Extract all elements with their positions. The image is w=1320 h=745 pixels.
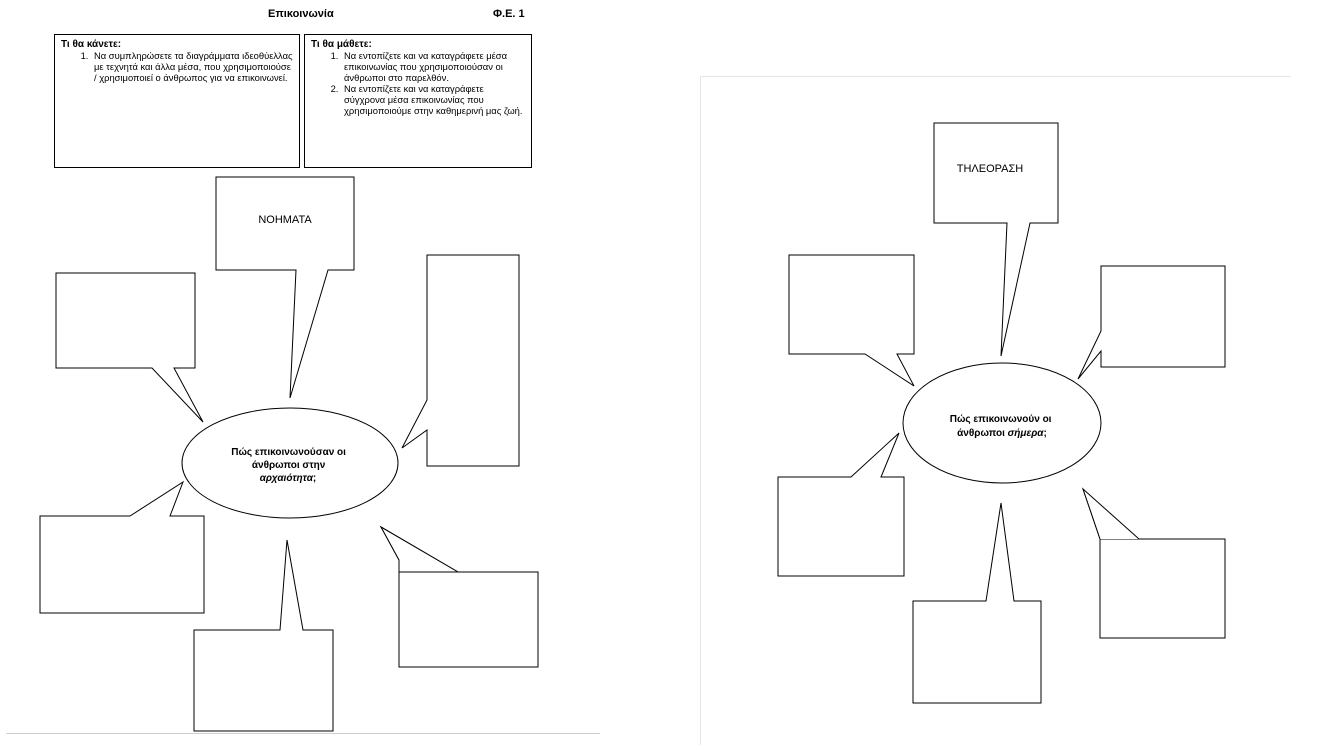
callout-top-right-modern[interactable] (1077, 265, 1226, 380)
callout-bottom[interactable] (193, 539, 334, 732)
what-you-learn-list: Να εντοπίζετε και να καταγράφετε μέσα επ… (311, 50, 525, 116)
what-you-learn-box: Τι θα μάθετε: Να εντοπίζετε και να καταγ… (304, 34, 532, 168)
what-you-learn-item: Να εντοπίζετε και να καταγράφετε σύγχρον… (341, 83, 525, 116)
worksheet-page-right: ΤΗΛΕΟΡΑΣΗ Πώς επικοινωνούν οι άνθρωποι σ… (700, 76, 1291, 745)
callout-left-bottom[interactable] (39, 480, 205, 614)
center-question-modern: Πώς επικοινωνούν οι άνθρωποι σήμερα; (950, 414, 1054, 439)
ancient-brainstorm-diagram: ΝΟΗΜΑΤΑ Πώς επικοινωνούσαν οι άνθρωποι σ… (39, 176, 539, 732)
page-edge (6, 733, 600, 734)
worksheet-title: Επικοινωνία (268, 8, 334, 20)
center-question-ancient: Πώς επικοινωνούσαν οι άνθρωποι στην αρχα… (231, 447, 348, 484)
example-label-tileorasi: ΤΗΛΕΟΡΑΣΗ (957, 163, 1024, 175)
callout-top-left-modern[interactable] (788, 254, 915, 387)
center-ellipse-ancient (181, 407, 399, 519)
what-you-learn-item: Να εντοπίζετε και να καταγράφετε μέσα επ… (341, 50, 525, 83)
what-you-do-box: Τι θα κάνετε: Να συμπληρώσετε τα διαγράμ… (54, 34, 300, 168)
what-you-learn-title: Τι θα μάθετε: (311, 39, 372, 50)
callout-top[interactable] (215, 176, 355, 399)
example-label-nohmata: ΝΟΗΜΑΤΑ (258, 214, 312, 226)
what-you-do-list: Να συμπληρώσετε τα διαγράμματα ιδεοθύελλ… (61, 50, 293, 83)
callout-right[interactable] (401, 254, 520, 467)
callout-top-modern[interactable] (933, 122, 1059, 357)
what-you-do-item: Να συμπληρώσετε τα διαγράμματα ιδεοθύελλ… (91, 50, 293, 83)
callout-right-bottom-outline (379, 525, 539, 668)
callout-bottom-modern[interactable] (912, 502, 1042, 704)
what-you-do-title: Τι θα κάνετε: (61, 39, 122, 50)
callout-top-left[interactable] (55, 272, 204, 423)
callout-left-bottom-modern[interactable] (777, 432, 905, 577)
callout-right-bottom-tail (1081, 487, 1140, 540)
modern-brainstorm-diagram: ΤΗΛΕΟΡΑΣΗ Πώς επικοινωνούν οι άνθρωποι σ… (777, 122, 1226, 704)
center-ellipse-modern (902, 362, 1102, 484)
worksheet-page-left: Επικοινωνία Φ.Ε. 1 Τι θα κάνετε: Να συμπ… (0, 0, 600, 744)
worksheet-code: Φ.Ε. 1 (493, 8, 525, 20)
